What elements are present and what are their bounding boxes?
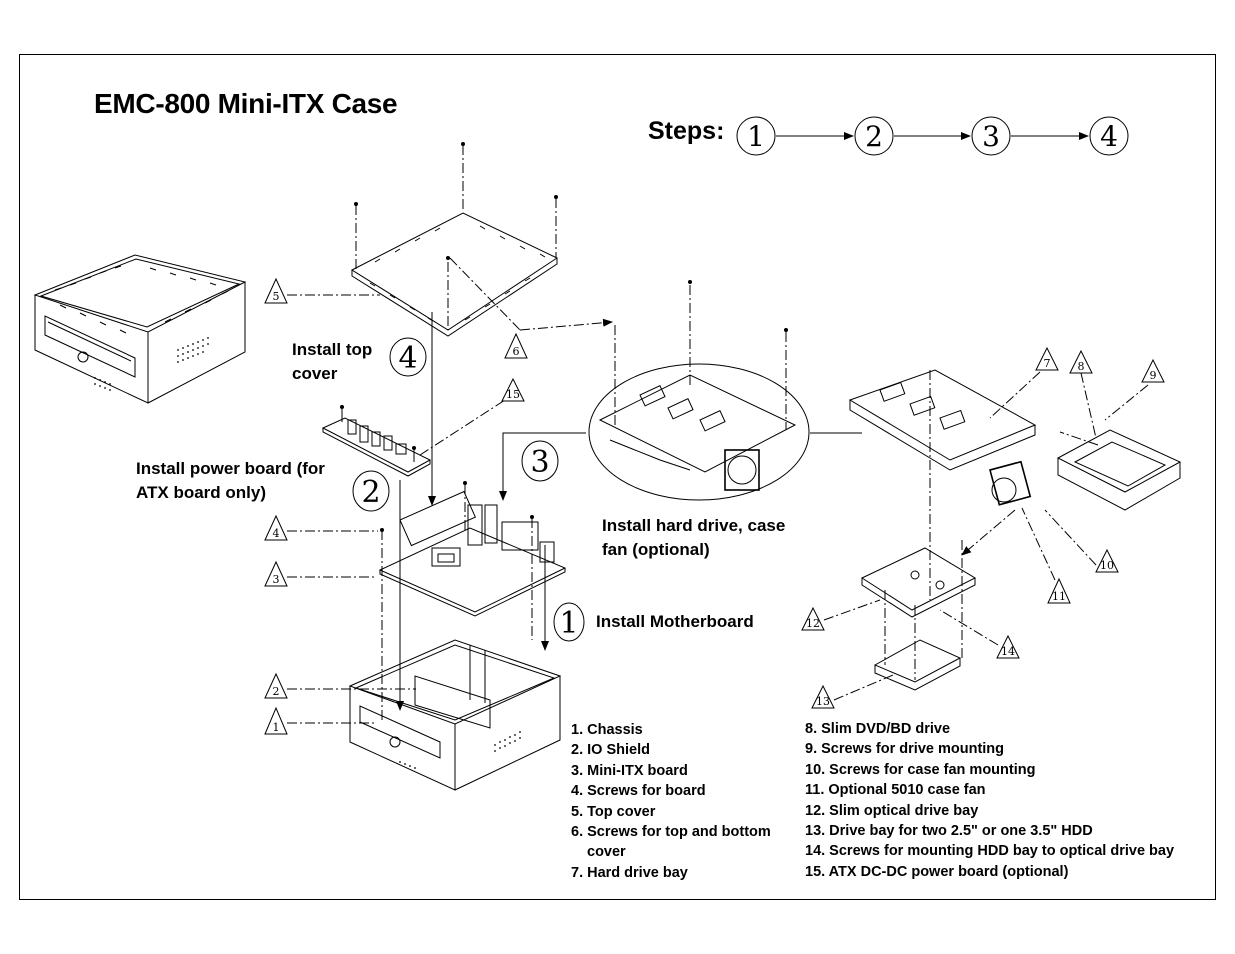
legend-item: 6. Screws for top and bottom cover [571,824,771,861]
svg-text:1: 1 [273,721,280,734]
part-tag: 14 [939,609,1020,659]
svg-text:13: 13 [816,695,830,708]
legend-item: 13. Drive bay for two 2.5" or one 3.5" H… [805,823,1093,840]
step-num: 1 [747,120,765,153]
svg-text:15: 15 [506,388,520,401]
step-num: 2 [865,120,883,153]
legend-item: 9. Screws for drive mounting [805,741,1005,758]
drawing-frame [19,54,1216,900]
svg-text:12: 12 [806,617,820,630]
detail-magnifier-illustration [588,280,862,501]
svg-text:14: 14 [1001,645,1015,658]
part-tag: 8 [1069,349,1097,439]
legend-item: 15. ATX DC-DC power board (optional) [805,863,1069,880]
drive-bay-assembly-illustration [848,369,1182,691]
svg-text:9: 9 [1150,369,1157,382]
part-tags: 1 2 3 4 5 6 7 [264,277,1165,735]
svg-text:7: 7 [1044,357,1051,370]
legend-item: 14. Screws for mounting HDD bay to optic… [805,843,1175,860]
part-tag: 10 [1044,509,1119,573]
callout-step-numbers: 1 2 3 4 [352,337,585,642]
motherboard-illustration [378,432,586,720]
step-num: 4 [1100,120,1118,153]
step1-number: 1 [559,606,578,641]
parts-legend-left: 1. Chassis 2. IO Shield 3. Mini-ITX boar… [571,720,787,883]
svg-text:11: 11 [1052,590,1066,603]
part-tag: 11 [1021,507,1071,604]
legend-item: 10. Screws for case fan mounting [805,761,1036,778]
legend-item: 2. IO Shield [571,742,650,759]
page-title: EMC-800 Mini-ITX Case [94,88,398,119]
part-tag: 6 [504,332,528,359]
step-num: 3 [982,120,1000,153]
steps-sequence: 1 2 3 4 [736,116,1129,156]
steps-label: Steps: [648,117,725,145]
step4-number: 4 [398,341,417,376]
step3-callout: Install hard drive, case fan (optional) [602,516,786,559]
step3-number: 3 [530,445,549,480]
part-tag: 12 [801,599,881,631]
part-tag: 4 [264,514,378,541]
step4-callout: Install top cover [292,340,373,383]
part-tag: 9 [1104,358,1165,421]
legend-item: 3. Mini-ITX board [571,762,688,779]
svg-text:10: 10 [1100,559,1114,572]
assembled-case-illustration [33,254,247,404]
top-cover-illustration [350,142,613,506]
part-tag: 3 [264,560,376,587]
part-tag: 15 [501,377,525,402]
svg-text:5: 5 [273,290,280,303]
legend-item: 7. Hard drive bay [571,864,688,881]
legend-item: 1. Chassis [571,722,643,738]
svg-text:3: 3 [273,573,280,586]
legend-item: 12. Slim optical drive bay [805,802,979,819]
part-tag: 1 [264,706,376,735]
part-tag: 2 [264,672,416,699]
svg-text:6: 6 [513,345,520,358]
svg-text:4: 4 [273,527,280,540]
legend-item: 5. Top cover [571,803,656,820]
part-tag: 7 [989,346,1059,419]
chassis-illustration [348,639,562,791]
svg-text:8: 8 [1078,360,1085,373]
part-tag: 5 [264,277,380,304]
part-tag: 13 [811,674,894,709]
step1-callout: Install Motherboard [596,612,754,631]
legend-item: 11. Optional 5010 case fan [805,782,986,799]
svg-text:2: 2 [273,685,280,698]
parts-legend-right: 8. Slim DVD/BD drive 9. Screws for drive… [805,719,1174,882]
power-board-illustration [321,399,506,477]
step2-callout: Install power board (for ATX board only) [136,459,325,502]
legend-item: 8. Slim DVD/BD drive [805,721,951,737]
legend-item: 4. Screws for board [571,783,706,800]
step2-number: 2 [361,475,380,510]
